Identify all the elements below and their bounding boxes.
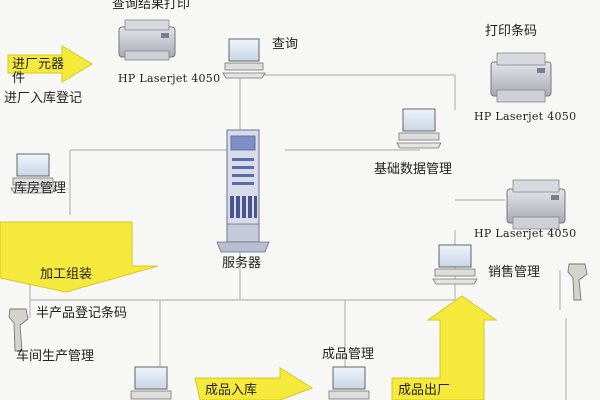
printer-model-label: HP Laserjet 4050 [118, 72, 221, 85]
finished-in-arrow [194, 367, 314, 400]
semi-product-label: 半产品登记条码 [36, 306, 128, 321]
finished-goods-label: 成品管理 [322, 347, 375, 362]
computer-icon [130, 366, 172, 400]
finished-out-arrow [391, 295, 498, 400]
server-label: 服务器 [222, 256, 262, 271]
computer-icon [328, 366, 370, 400]
incoming-arrow [7, 45, 93, 83]
incoming-parts-label: 进厂元器件 [12, 57, 65, 86]
printer-icon [506, 179, 566, 230]
printer-icon [490, 52, 552, 103]
query-label: 查询 [272, 37, 299, 52]
printer-icon [118, 19, 176, 61]
computer-icon [10, 153, 56, 194]
sales-label: 销售管理 [488, 265, 541, 280]
computer-icon [396, 108, 442, 149]
print-barcode-label: 打印条码 [485, 24, 538, 39]
warehouse-label: 库房管理 [14, 181, 67, 196]
finished-out-label: 成品出厂 [398, 383, 451, 398]
processing-arrow [0, 221, 159, 293]
barcode-scanner-icon [8, 308, 29, 352]
printer-model-label: HP Laserjet 4050 [474, 227, 577, 240]
incoming-register-label: 进厂入库登记 [4, 91, 83, 106]
query-print-label: 查询结果打印 [112, 0, 191, 12]
server-icon [216, 129, 270, 253]
finished-in-label: 成品入库 [205, 383, 258, 398]
printer-model-label: HP Laserjet 4050 [474, 110, 577, 123]
basic-data-label: 基础数据管理 [374, 162, 453, 177]
computer-icon [222, 38, 266, 79]
workshop-label: 车间生产管理 [16, 349, 95, 364]
computer-icon [432, 244, 478, 285]
processing-label: 加工组装 [40, 267, 93, 282]
barcode-scanner-icon [567, 263, 588, 301]
